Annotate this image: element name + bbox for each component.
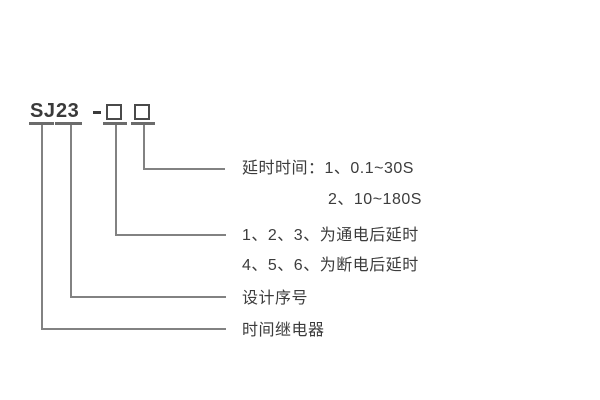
connector-product-name [41,125,226,330]
connector-power-delay [115,125,226,236]
underline-box-2 [131,122,155,125]
model-series-text: SJ [30,100,56,122]
callout-power-off-delay: 4、5、6、为断电后延时 [242,257,419,274]
model-separator-dash [93,111,101,114]
underline-box-1 [103,122,127,125]
model-design-code-text: 23 [56,100,80,122]
callout-delay-time-line2: 2、10~180S [328,191,422,208]
callout-power-on-delay: 1、2、3、为通电后延时 [242,227,419,244]
underline-series [29,122,54,125]
connector-design-serial [70,125,226,298]
connector-delay-time [143,125,225,170]
callout-delay-time-line1: 延时时间：1、0.1~30S [242,160,414,177]
underline-design-code [55,122,82,125]
option-placeholder-box-2-icon [134,104,150,120]
option-placeholder-box-1-icon [106,104,122,120]
callout-design-serial: 设计序号 [242,290,309,307]
callout-product-name: 时间继电器 [242,322,325,339]
